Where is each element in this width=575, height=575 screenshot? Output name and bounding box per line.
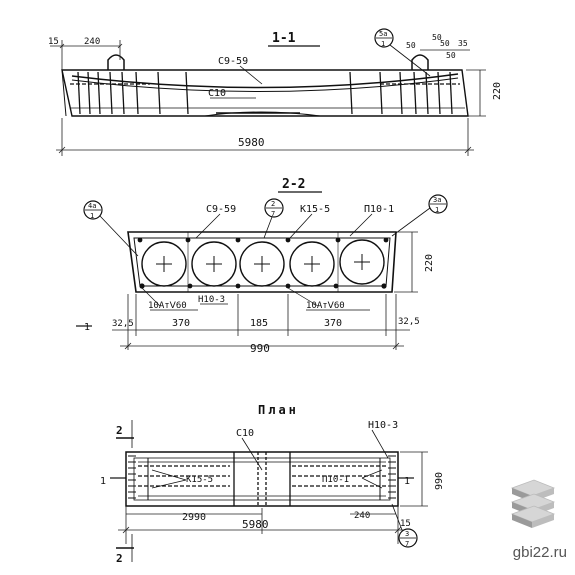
svg-text:32,5: 32,5 [112, 319, 134, 329]
cut-mark-2-top: 2 [116, 424, 123, 437]
dim-220-s2: 220 [424, 254, 435, 272]
c9-top-bar [71, 73, 459, 89]
svg-text:3: 3 [405, 530, 409, 538]
svg-text:185: 185 [250, 318, 268, 329]
svg-text:1: 1 [435, 206, 439, 214]
cut-mark-2-bottom: 2 [116, 552, 123, 565]
label-c10-plan: С10 [236, 428, 254, 439]
label-bar-right: 10АтⅤ60 [306, 301, 345, 311]
section-1-title: 1-1 [272, 31, 296, 46]
site-watermark: gbi22.ru [512, 544, 567, 561]
svg-text:3а: 3а [433, 196, 441, 204]
label-n10-3-plan: Н10-3 [368, 420, 398, 431]
svg-text:1: 1 [381, 40, 385, 48]
lifting-loop-right [411, 54, 429, 70]
dim-240: 240 [84, 37, 100, 47]
svg-text:50: 50 [406, 41, 416, 50]
stirrups-left [77, 71, 189, 115]
plan-outline [125, 451, 399, 507]
dim-240-plan: 240 [354, 511, 370, 521]
dim-990-plan: 990 [434, 472, 445, 490]
label-n10-3-s2: Н10-3 [198, 295, 225, 305]
svg-text:50: 50 [446, 51, 456, 60]
label-c10: С10 [208, 88, 226, 99]
section-2-2: 2-2 С9-59 К15-5 П10-1 [76, 177, 448, 355]
dim-15: 15 [48, 37, 59, 47]
label-p10-1: П10-1 [364, 204, 394, 215]
callout-3-7: 3 7 [391, 503, 418, 548]
svg-text:370: 370 [324, 318, 342, 329]
label-p10-1-plan: П10-1 [322, 475, 349, 485]
plan-view: План 2 С10 Н10-3 К15-5 П [100, 403, 445, 565]
section-2-title: 2-2 [282, 177, 305, 192]
plan-title: План [258, 403, 299, 417]
svg-text:50: 50 [440, 39, 450, 48]
label-c9-59: С9-59 [218, 56, 248, 67]
label-c9-59-s2: С9-59 [206, 204, 236, 215]
hollow-voids [141, 239, 385, 287]
dim-15-plan: 15 [400, 519, 411, 529]
dim-220-s1: 220 [492, 82, 503, 100]
label-k15-5: К15-5 [300, 204, 330, 215]
svg-text:1: 1 [90, 212, 94, 220]
svg-text:50: 50 [432, 33, 442, 42]
svg-text:5а: 5а [379, 30, 387, 38]
svg-text:370: 370 [172, 318, 190, 329]
dim-2990: 2990 [182, 512, 206, 523]
svg-text:7: 7 [271, 210, 275, 218]
svg-text:2: 2 [271, 200, 275, 208]
lifting-loop-left [107, 54, 125, 70]
svg-text:4а: 4а [88, 202, 96, 210]
cut-mark-1: 1 [84, 322, 90, 333]
cut-mark-1-left: 1 [100, 476, 106, 487]
svg-text:7: 7 [405, 540, 409, 548]
stacked-slabs-icon [510, 479, 556, 528]
label-bar-left: 10АтⅤ60 [148, 301, 187, 311]
cut-mark-1-right: 1 [404, 476, 410, 487]
callout-5a: 5а 1 [374, 28, 431, 77]
dim-5980-s1: 5980 [238, 136, 265, 149]
label-k15-5-plan: К15-5 [186, 475, 213, 485]
dim-990-s2: 990 [250, 342, 270, 355]
section-1-1: 1-1 [48, 28, 503, 156]
cross-section-outline [127, 231, 397, 293]
svg-text:35: 35 [458, 39, 468, 48]
callout-3a: 3а 1 [391, 194, 448, 237]
svg-text:32,5: 32,5 [398, 317, 420, 327]
stirrups-right [349, 71, 453, 115]
callout-4a: 4а 1 [83, 200, 139, 257]
dim-5980-plan: 5980 [242, 518, 269, 531]
callout-2-7: 2 7 [263, 198, 284, 239]
